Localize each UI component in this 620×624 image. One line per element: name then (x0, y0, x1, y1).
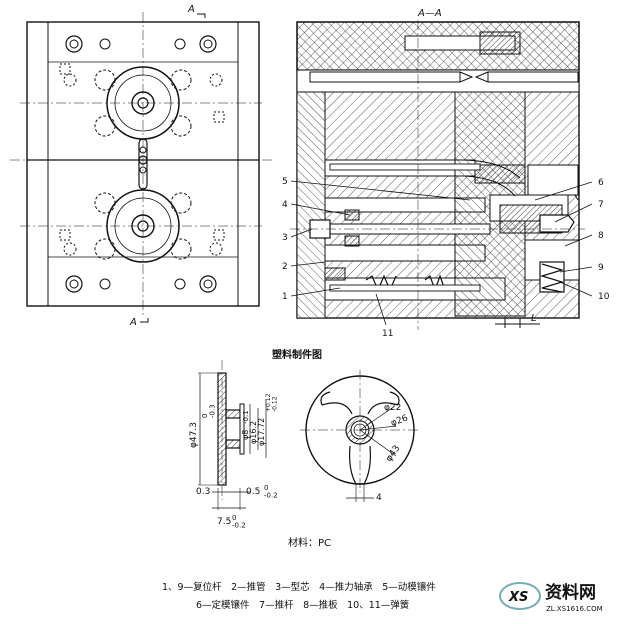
dim-t05-tol: 0-0.2 (264, 484, 278, 500)
legend-line-2: 6—定模镶件 7—推杆 8—推板 10、11—弹簧 (196, 599, 410, 611)
material-label: 材料：PC (288, 536, 331, 549)
dim-d16: φ16.2 (249, 421, 258, 444)
callout-2: 2 (282, 262, 288, 272)
callout-6: 6 (598, 178, 604, 188)
screw-hole (65, 275, 83, 293)
callout-11: 11 (382, 329, 393, 339)
dim-d17-tol: +0.12-0.12 (265, 393, 279, 412)
dim-t03: 0.3 (196, 487, 210, 497)
part-front-view (300, 370, 420, 502)
screw-hole (199, 35, 217, 53)
screw-hole (65, 35, 83, 53)
part-front-dims: φ22 φ26 φ43 4 (376, 403, 410, 503)
dim-t75: 7.5 (217, 517, 231, 527)
watermark: XS 资料网 ZL.XS1616.COM (499, 582, 603, 613)
callout-3: 3 (282, 233, 288, 243)
part-side-dims: φ47.3 0-0.3 φ8 -0.1 φ16.2 φ17.72 +0.12-0… (189, 393, 279, 529)
dim-d47-tol: 0-0.3 (201, 404, 217, 418)
dim-L: L (531, 313, 537, 324)
callout-labels: 5 4 3 2 1 6 7 8 9 10 11 (282, 177, 610, 339)
watermark-brand: 资料网 (545, 582, 596, 603)
section-mark-bottom: A (129, 317, 137, 328)
section-title: A—A (417, 8, 442, 19)
watermark-url: ZL.XS1616.COM (546, 605, 603, 613)
product-title: 塑料制件图 (272, 348, 322, 361)
dim-d47: φ47.3 (189, 422, 199, 448)
callout-5: 5 (282, 177, 288, 187)
dim-d43: φ43 (384, 444, 402, 464)
legend-line-1: 1、9—复位杆 2—推管 3—型芯 4—推力轴承 5—动模镶件 (162, 581, 436, 593)
callout-leaders (290, 180, 593, 326)
part-side-section (198, 360, 267, 510)
spring-9 (539, 261, 565, 293)
dim-t05: 0.5 (246, 487, 260, 497)
watermark-logo-icon: XS (508, 590, 528, 605)
callout-9: 9 (598, 263, 604, 273)
dim-w4: 4 (376, 493, 382, 503)
callout-7: 7 (598, 200, 604, 210)
plan-view (10, 12, 275, 323)
callout-4: 4 (282, 200, 288, 210)
dim-d26: φ26 (390, 413, 410, 428)
screw-hole (199, 275, 217, 293)
dim-d8: φ8 (241, 430, 250, 440)
dim-d17: φ17.72 (257, 418, 266, 446)
callout-10: 10 (598, 292, 610, 302)
dim-d8-tol: -0.1 (242, 410, 250, 424)
section-mark-top: A (187, 4, 195, 15)
runner (138, 138, 148, 190)
cavity-lower (63, 189, 223, 263)
callout-1: 1 (282, 292, 288, 302)
section-view (290, 20, 585, 330)
dim-d22: φ22 (384, 403, 401, 413)
dim-t75-tol: 0-0.2 (232, 514, 246, 530)
callout-8: 8 (598, 231, 604, 241)
